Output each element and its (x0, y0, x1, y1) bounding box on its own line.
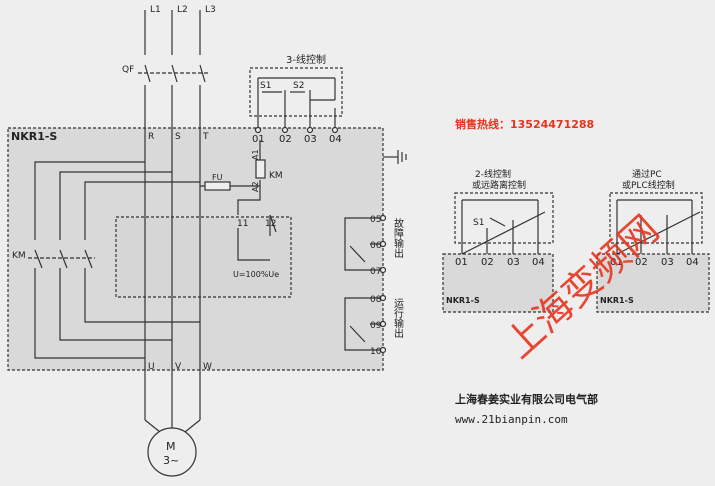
pc-terminal-04: 04 (686, 257, 699, 268)
label-l2: L2 (177, 5, 188, 15)
terminal-06: 06 (370, 241, 382, 251)
run-output-label: 运行输出 (392, 298, 404, 338)
label-11: 11 (237, 219, 248, 229)
two-wire-terminal-04: 04 (532, 257, 545, 268)
pc-title-2: 或PLC线控制 (622, 179, 675, 191)
pc-terminal-01: 01 (610, 257, 623, 268)
two-wire-title-2: 或远路离控制 (472, 179, 526, 191)
company-name: 上海春姜实业有限公司电气部 (455, 392, 598, 406)
website: www.21bianpin.com (455, 413, 568, 426)
terminal-05: 05 (370, 215, 381, 225)
terminal-08: 08 (370, 295, 382, 305)
label-s: S (175, 132, 181, 142)
label-r: R (148, 132, 154, 142)
two-wire-unit-name: NKR1-S (446, 296, 480, 305)
label-l3: L3 (205, 5, 216, 15)
three-wire-s2: S2 (293, 81, 304, 91)
motor-symbol (147, 427, 197, 477)
terminal-01: 01 (252, 134, 265, 145)
terminal-04: 04 (329, 134, 342, 145)
label-qf: QF (122, 65, 134, 75)
label-u100: U=100%Ue (233, 270, 279, 279)
label-u: U (148, 362, 155, 372)
motor-m: M (166, 440, 176, 453)
terminal-09: 09 (370, 321, 382, 331)
pc-unit-name: NKR1-S (600, 296, 634, 305)
inner-box (115, 216, 292, 298)
two-wire-title-1: 2-线控制 (475, 168, 511, 180)
two-wire-s1: S1 (473, 218, 484, 228)
pc-terminal-02: 02 (635, 257, 648, 268)
terminal-10: 10 (370, 347, 382, 357)
label-t: T (202, 132, 209, 142)
three-wire-title: 3-线控制 (286, 53, 326, 66)
label-l1: L1 (150, 5, 161, 15)
label-km-left: KM (12, 251, 26, 261)
main-unit-name: NKR1-S (11, 130, 57, 143)
terminal-03: 03 (304, 134, 317, 145)
fault-output-label: 故障输出 (392, 217, 404, 258)
label-a1: A1 (251, 149, 260, 160)
pc-terminal-03: 03 (661, 257, 674, 268)
label-fu: FU (212, 173, 223, 182)
terminal-02: 02 (279, 134, 292, 145)
motor-phase: 3~ (163, 454, 179, 467)
pc-title-1: 通过PC (632, 168, 662, 180)
three-wire-s1: S1 (260, 81, 271, 91)
two-wire-terminal-02: 02 (481, 257, 494, 268)
two-wire-terminal-01: 01 (455, 257, 468, 268)
label-12: 12 (265, 219, 276, 229)
label-w: W (203, 362, 212, 372)
label-km-coil: KM (269, 171, 283, 181)
terminal-07: 07 (370, 267, 381, 277)
label-a2: A2 (251, 181, 260, 192)
two-wire-terminal-03: 03 (507, 257, 520, 268)
label-v: V (175, 362, 182, 372)
sales-hotline: 销售热线：13524471288 (455, 117, 594, 131)
